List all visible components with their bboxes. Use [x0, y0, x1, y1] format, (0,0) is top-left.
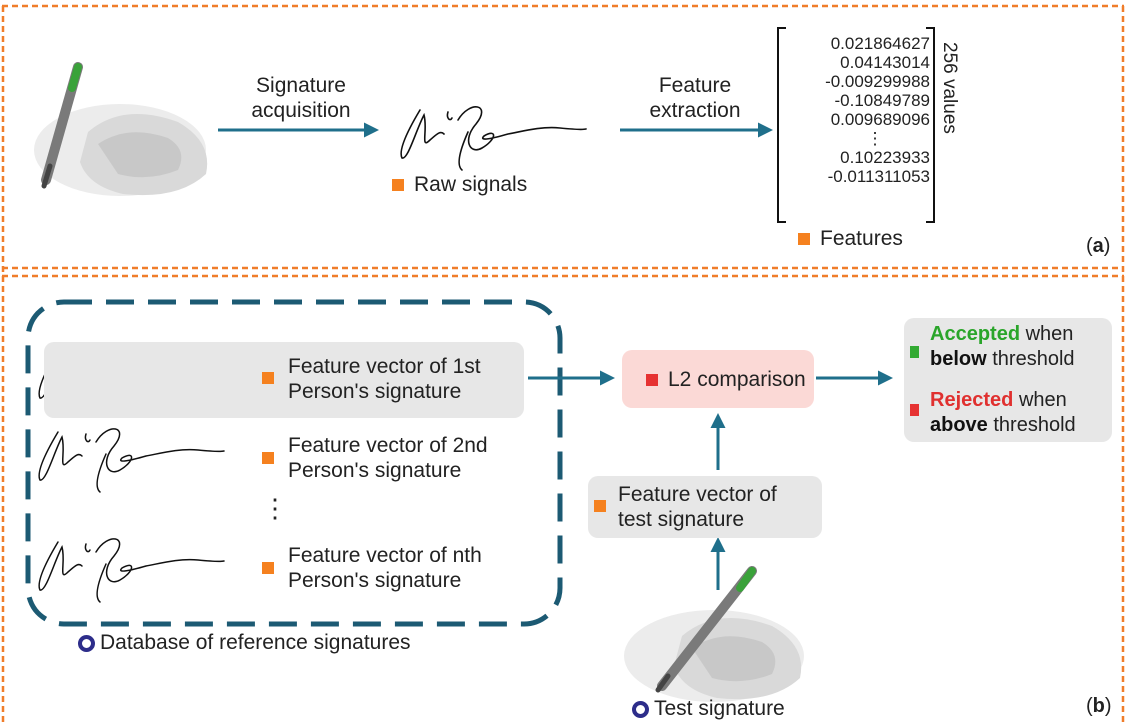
database-caption: Database of reference signatures [100, 631, 411, 654]
db-row-1-highlight [44, 342, 524, 418]
decision-box [904, 318, 1112, 442]
vector-value: 0.04143014 [840, 53, 930, 72]
raw-signals-label: Raw signals [414, 173, 528, 196]
db-signature-2 [38, 428, 225, 493]
db-row-2-label: Feature vector of 2nd Person's signature [288, 434, 488, 482]
db-signature-n [38, 538, 225, 603]
l2-comparison-label: L2 comparison [668, 368, 806, 391]
database-box [25, 299, 563, 627]
vector-ellipsis: ⋮ [866, 129, 884, 148]
panel-b-tag: (b) [1086, 695, 1112, 717]
orange-bullet [594, 500, 606, 512]
ring-bullet [632, 701, 649, 718]
db-row-n-label: Feature vector of nth Person's signature [288, 544, 482, 592]
acquisition-label: Signature acquisition [251, 74, 351, 122]
raw-signature [400, 106, 587, 171]
rejected-rule: Rejected when above threshold [930, 389, 1076, 436]
test-signature-caption: Test signature [654, 697, 785, 720]
accepted-rule: Accepted when below threshold [930, 323, 1075, 370]
pen-hand-illustration [34, 62, 208, 196]
pen-hand-test-illustration [624, 566, 804, 702]
panel-a-tag: (a) [1086, 235, 1111, 257]
vector-value: -0.011311053 [827, 167, 930, 186]
features-label: Features [820, 227, 903, 250]
vector-value: 0.021864627 [830, 34, 930, 53]
matrix-brackets [777, 27, 935, 223]
ring-bullet [78, 635, 95, 652]
test-vector-label: Feature vector of test signature [618, 483, 777, 531]
orange-bullet [262, 452, 274, 464]
above-word: above [930, 414, 988, 436]
orange-bullet [262, 562, 274, 574]
green-bullet [910, 346, 919, 358]
red-bullet [910, 404, 919, 416]
vector-value: -0.009299988 [825, 72, 930, 91]
accepted-word: Accepted [930, 323, 1021, 345]
rejected-word: Rejected [930, 389, 1014, 411]
feature-vector-matrix: 0.021864627 0.04143014 -0.009299988 -0.1… [780, 34, 930, 186]
vector-value: -0.10849789 [834, 91, 930, 110]
below-word: below [930, 348, 987, 370]
panel-borders [1, 4, 1125, 724]
red-bullet [646, 374, 658, 386]
vector-size-label: 256 values [939, 42, 960, 134]
vector-value: 0.10223933 [840, 148, 930, 167]
orange-bullet [392, 179, 404, 191]
orange-bullet [798, 233, 810, 245]
orange-bullet [262, 372, 274, 384]
db-row-1-label: Feature vector of 1st Person's signature [288, 355, 481, 403]
test-vector-box [588, 476, 822, 538]
extraction-label: Feature extraction [649, 74, 741, 122]
vector-value: 0.009689096 [830, 110, 930, 129]
db-ellipsis: ⋮ [262, 493, 288, 523]
